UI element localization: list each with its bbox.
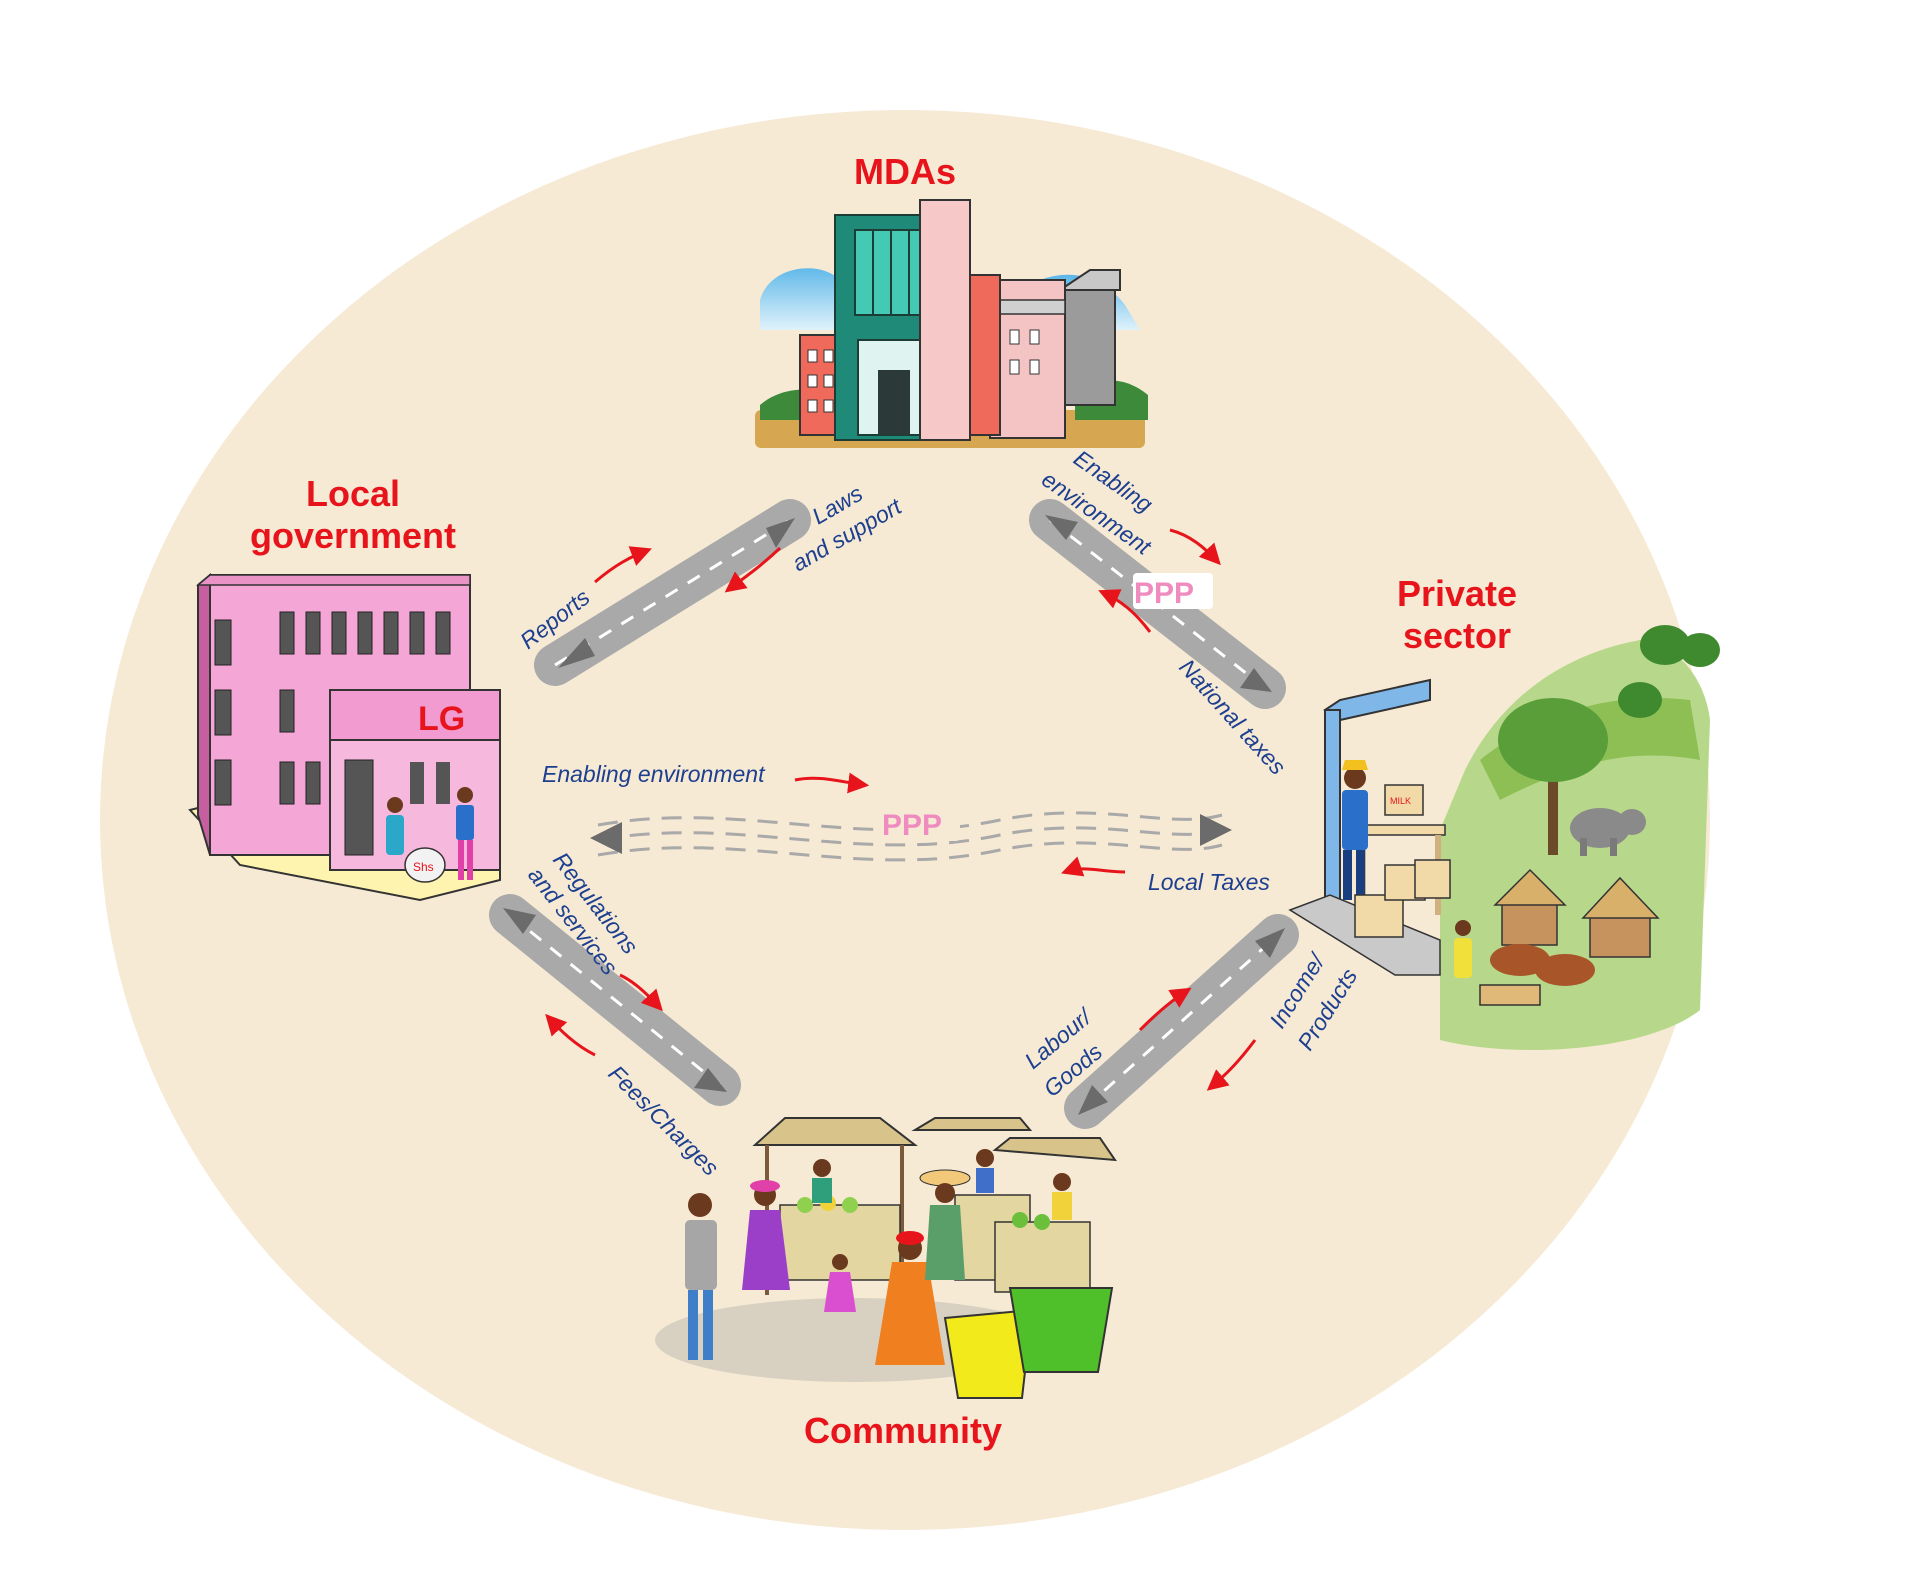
- road-arrowhead: [1240, 668, 1272, 692]
- node-title-community: Community: [804, 1410, 1002, 1451]
- node-title-local-government-line2: government: [250, 515, 456, 556]
- label-local-taxes: Local Taxes: [1148, 869, 1270, 895]
- arrow-income: [1206, 1039, 1257, 1091]
- road-community-private: [1064, 914, 1299, 1129]
- arrow-labour: [1138, 987, 1192, 1032]
- arrow-national-taxes: [1098, 589, 1152, 633]
- road-arrowhead: [590, 822, 622, 854]
- road-arrowhead: [1255, 928, 1285, 958]
- label-enabling-middle: Enabling environment: [542, 761, 766, 787]
- ppp-badge-middle: PPP: [880, 805, 960, 842]
- ppp-badge-top: PPP: [1133, 573, 1213, 610]
- lg-building-illustration: LG Shs: [188, 572, 501, 902]
- road-arrowhead: [1200, 814, 1232, 846]
- cash-bag-label: Shs: [413, 860, 434, 874]
- arrow-enabling-top: [1169, 528, 1221, 566]
- arrow-local-taxes: [1061, 856, 1126, 877]
- road-arrowhead: [558, 638, 595, 668]
- road-lg-private: [590, 811, 1232, 862]
- arrow-enabling-middle: [794, 772, 870, 794]
- road-arrowhead: [503, 908, 536, 934]
- arrow-laws: [724, 546, 782, 593]
- ppp-top-label: PPP: [1134, 577, 1194, 610]
- milk-box-label: MILK: [1390, 796, 1411, 806]
- road-arrowhead: [766, 518, 795, 548]
- ppp-middle-label: PPP: [882, 809, 942, 842]
- road-arrowhead: [1078, 1085, 1108, 1115]
- arrow-reports: [594, 546, 652, 584]
- node-title-private-sector-line1: Private: [1397, 573, 1517, 614]
- private-sector-illustration: MILK: [1288, 625, 1720, 1050]
- road-lg-community: [489, 894, 741, 1106]
- node-title-local-government-line1: Local: [306, 473, 400, 514]
- road-arrowhead: [694, 1068, 727, 1092]
- road-lg-mdas: [534, 499, 811, 686]
- community-market-illustration: [655, 1117, 1118, 1399]
- lg-sign: LG: [418, 700, 465, 738]
- mdas-building-illustration: [755, 199, 1148, 448]
- node-title-private-sector-line2: sector: [1403, 615, 1511, 656]
- node-title-mdas: MDAs: [854, 151, 956, 192]
- arrow-regulations: [619, 973, 663, 1012]
- road-arrowhead: [1045, 515, 1078, 540]
- arrow-fees: [545, 1013, 596, 1057]
- red-flow-arrows: [545, 528, 1257, 1091]
